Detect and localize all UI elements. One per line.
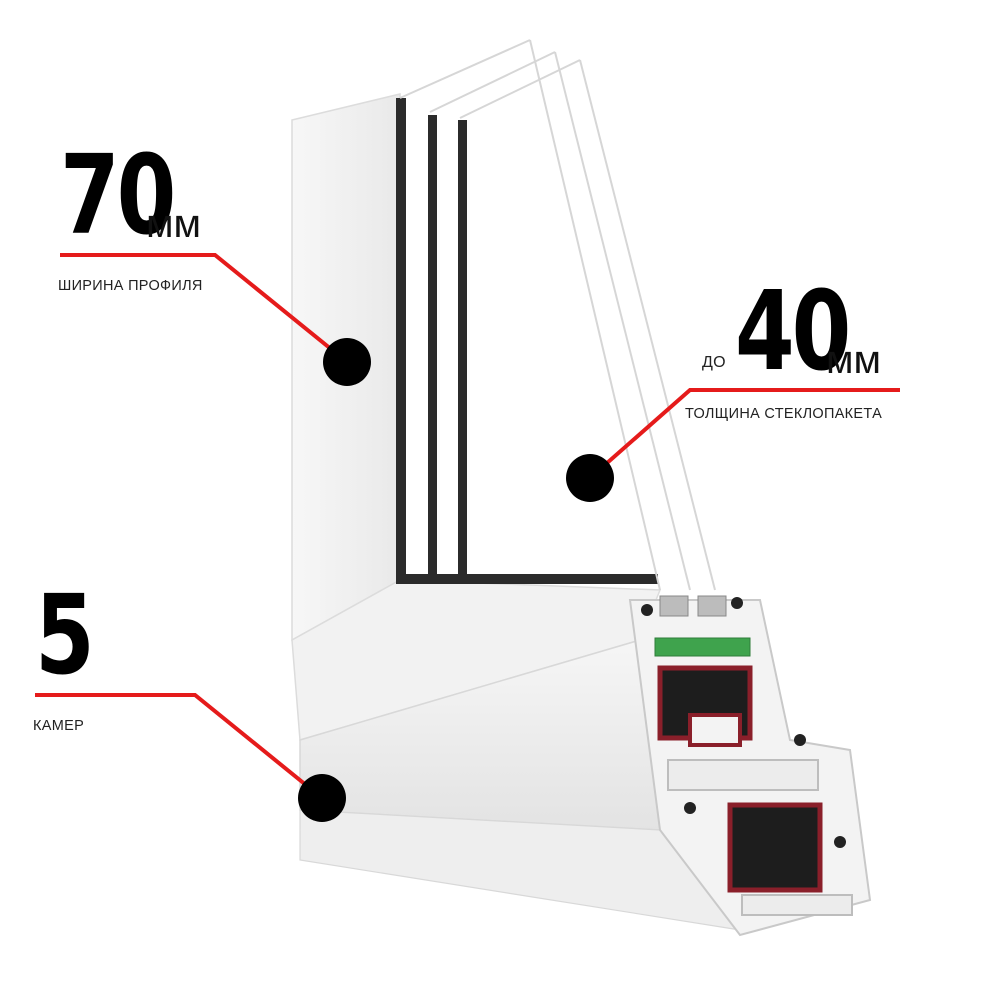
glass-bottom-bar: [396, 574, 658, 584]
leader-line-glass: [588, 388, 900, 480]
glass-pane-2: [428, 115, 437, 580]
seal-strip: [654, 637, 751, 657]
marker-glass: [566, 454, 614, 502]
profile-cross-section: [628, 595, 872, 937]
glass-thickness-value: 40: [735, 267, 851, 395]
leader-lines: [35, 253, 900, 800]
chamber-3: [727, 802, 823, 893]
glass-pane-3: [458, 120, 467, 580]
glass-pane-1: [396, 98, 406, 580]
glass-thickness-label: толщина стеклопакета: [685, 406, 883, 422]
marker-profile: [323, 338, 371, 386]
profile-width-label: ширина профиля: [58, 278, 203, 294]
glass-thickness-unit: мм: [826, 338, 881, 382]
chamber-2: [688, 713, 742, 747]
profile-width-value: 70: [60, 131, 176, 259]
leader-line-profile: [60, 253, 349, 364]
marker-chambers: [298, 774, 346, 822]
glass-thickness-prefix: до: [702, 354, 726, 371]
chambers-value: 5: [35, 571, 95, 699]
glass-edges: [399, 39, 716, 591]
chambers-label: камер: [33, 718, 85, 734]
leader-line-chambers: [35, 693, 324, 800]
chamber-4: [667, 759, 819, 791]
profile-width-unit: мм: [146, 202, 201, 246]
chamber-5: [741, 894, 853, 916]
